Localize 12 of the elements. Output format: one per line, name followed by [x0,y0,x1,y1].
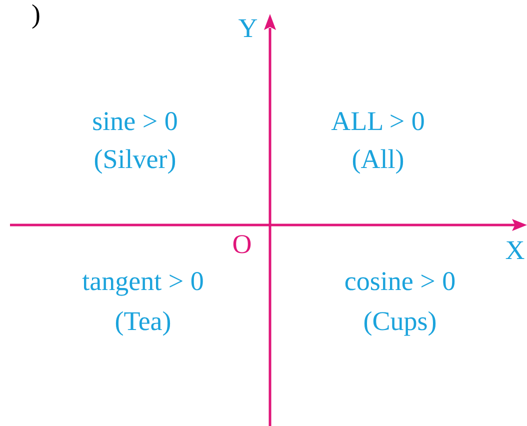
panel-label-fragment: ) [32,0,40,29]
quadrant-label: (Tea) [114,306,172,336]
axis-label: Y [238,13,258,43]
quadrant-label: (Silver) [94,144,176,174]
origin-label: O [232,229,252,259]
quadrant-label: sine > 0 [92,106,178,136]
quadrant-label: cosine > 0 [344,266,456,296]
quadrant-label: (All) [352,144,404,174]
quadrant-label: tangent > 0 [82,266,204,296]
quadrant-label: ALL > 0 [331,106,425,136]
quadrant-label: (Cups) [363,306,437,336]
axis-label: X [505,235,525,265]
